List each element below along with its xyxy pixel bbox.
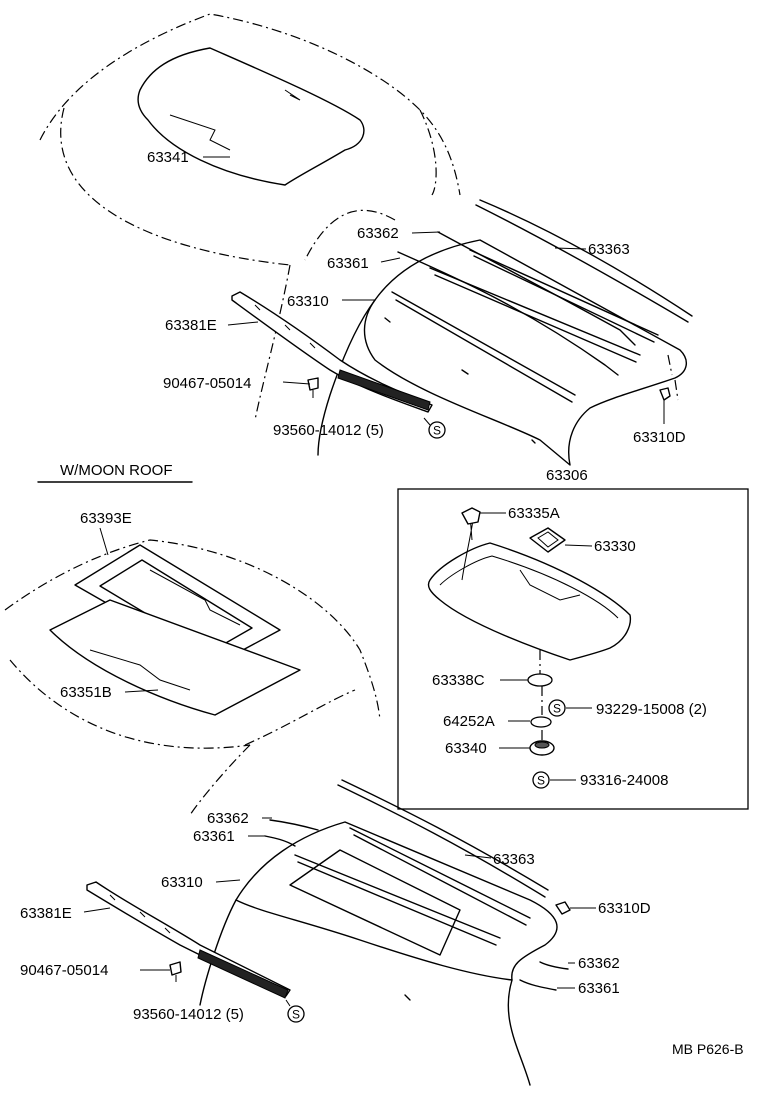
section-heading: W/MOON ROOF: [60, 462, 173, 479]
visor-holder-63338c: [527, 673, 553, 687]
callout-63341: 63341: [147, 149, 189, 166]
callout-63330: 63330: [594, 538, 636, 555]
callout-63361: 63361: [193, 828, 235, 845]
upper-front-trim-63381e: [231, 291, 433, 413]
lower-trim-strips: [264, 779, 569, 991]
lower-roof-outline: [4, 539, 381, 816]
callout-93560: 93560-14012 (5): [133, 1006, 244, 1023]
visor-clip-63335a: [461, 507, 481, 525]
callout-63310d: 63310D: [598, 900, 651, 917]
callout-63351b: 63351B: [60, 684, 112, 701]
visor-bracket-63340: [529, 740, 555, 756]
sun-visor-63306: [427, 514, 632, 745]
callout-63381e: 63381E: [165, 317, 217, 334]
svg-text:S: S: [433, 424, 441, 438]
upper-screw-90467: [307, 377, 319, 398]
callout-63362-b: 63362: [578, 955, 620, 972]
roof-panel-63341: [137, 47, 365, 186]
callout-90467: 90467-05014: [163, 375, 251, 392]
standard-part-symbol: S: [287, 1005, 305, 1023]
sun-visor-detail-box: [397, 488, 749, 810]
callout-63363: 63363: [588, 241, 630, 258]
lower-clip-63310d: [555, 901, 571, 915]
visor-callouts: 63335A 63330 63338C S 93229-15008 (2) 64…: [432, 505, 707, 789]
callout-63310d: 63310D: [633, 429, 686, 446]
callout-64252a: 64252A: [443, 713, 495, 730]
upper-callouts: 63341 63362 63363 63361 63310 63381E 904…: [147, 149, 686, 484]
standard-part-symbol: S: [428, 421, 446, 439]
callout-63362: 63362: [357, 225, 399, 242]
svg-text:S: S: [553, 702, 561, 716]
svg-text:S: S: [292, 1008, 300, 1022]
visor-mirror-63330: [529, 527, 566, 553]
callout-63310: 63310: [287, 293, 329, 310]
callout-90467: 90467-05014: [20, 962, 108, 979]
standard-part-symbol: S: [532, 771, 550, 789]
callout-63310: 63310: [161, 874, 203, 891]
lower-roof-headliner-63310: [199, 821, 558, 1086]
callout-63335a: 63335A: [508, 505, 560, 522]
callout-63362: 63362: [207, 810, 249, 827]
upper-trim-strips: [397, 199, 693, 376]
upper-roof-outline: [39, 13, 461, 421]
roof-headliner-63310: [317, 239, 687, 466]
lower-callouts: 63393E 63351B 63362 63361 63363 63310 63…: [20, 510, 651, 1023]
callout-63361: 63361: [327, 255, 369, 272]
callout-63393e: 63393E: [80, 510, 132, 527]
visor-washer-64252a: [530, 716, 552, 728]
callout-93316: 93316-24008: [580, 772, 668, 789]
upper-clip-63310d: [659, 354, 679, 401]
svg-text:S: S: [537, 774, 545, 788]
lower-front-trim-63381e: [86, 881, 291, 999]
callout-63381e: 63381E: [20, 905, 72, 922]
standard-part-symbol: S: [548, 699, 566, 717]
footer-code: MB P626-B: [672, 1041, 744, 1057]
callout-93560: 93560-14012 (5): [273, 422, 384, 439]
callout-93229: 93229-15008 (2): [596, 701, 707, 718]
callout-63338c: 63338C: [432, 672, 485, 689]
callout-63363: 63363: [493, 851, 535, 868]
callout-63306: 63306: [546, 467, 588, 484]
lower-screw-90467: [169, 961, 182, 982]
callout-63361-b: 63361: [578, 980, 620, 997]
callout-63340: 63340: [445, 740, 487, 757]
